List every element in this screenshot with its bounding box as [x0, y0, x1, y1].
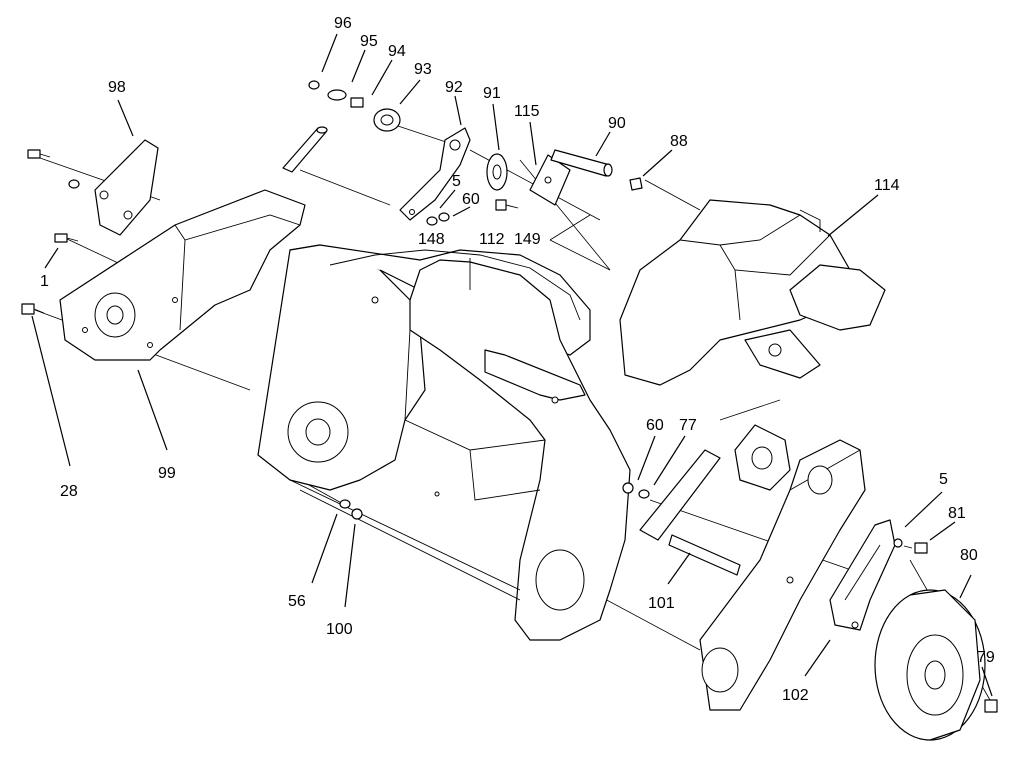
bracket-102	[829, 519, 896, 631]
callout-102: 102	[782, 687, 809, 704]
sprocket-91	[486, 153, 508, 191]
bracket-92	[399, 127, 471, 221]
callout-5-upper: 5	[452, 173, 461, 190]
callout-60-lower: 60	[646, 417, 664, 434]
callout-112: 112	[479, 231, 505, 248]
bolt-hardware-left	[21, 149, 80, 315]
callout-79: 79	[977, 649, 995, 666]
callout-56: 56	[288, 593, 306, 610]
callout-93: 93	[414, 61, 432, 78]
bracket-98	[94, 139, 159, 236]
spacer-90-88	[550, 149, 643, 191]
washer-stack-93-96	[308, 80, 401, 132]
callout-77: 77	[679, 417, 697, 434]
shaft-upper	[282, 126, 328, 173]
callout-100: 100	[326, 621, 353, 638]
callout-96: 96	[334, 15, 352, 32]
bolt-81	[893, 538, 928, 554]
callout-88: 88	[670, 133, 688, 150]
small-hardware-mid	[426, 199, 519, 226]
shaft-101	[668, 534, 741, 576]
leader-lines	[31, 33, 993, 697]
callout-115: 115	[514, 103, 540, 120]
callout-28: 28	[60, 483, 78, 500]
callout-90: 90	[608, 115, 626, 132]
callout-95: 95	[360, 33, 378, 50]
gasket	[734, 424, 791, 491]
bracket-77	[639, 449, 721, 541]
callout-101: 101	[648, 595, 675, 612]
callout-1: 1	[40, 273, 49, 290]
callout-98: 98	[108, 79, 126, 96]
callout-114: 114	[874, 177, 900, 194]
callout-149: 149	[514, 231, 541, 248]
plate-115	[529, 154, 571, 206]
washer-nut-lower	[339, 482, 650, 520]
callout-91: 91	[483, 85, 501, 102]
cap-79	[984, 699, 998, 713]
side-plate-99	[59, 189, 306, 361]
callout-99: 99	[158, 465, 176, 482]
wheel-80	[874, 589, 986, 741]
callout-5-lower: 5	[939, 471, 948, 488]
callout-80: 80	[960, 547, 978, 564]
callout-81: 81	[948, 505, 966, 522]
side-plate-right	[699, 439, 866, 711]
callout-labels: 96 95 94 93 98 92 91 115 90 88 5 60 148 …	[40, 15, 995, 704]
callout-92: 92	[445, 79, 463, 96]
auger-housing	[257, 244, 631, 641]
callout-148: 148	[418, 231, 445, 248]
engine-114	[619, 199, 886, 386]
callout-60-upper: 60	[462, 191, 480, 208]
callout-94: 94	[388, 43, 406, 60]
